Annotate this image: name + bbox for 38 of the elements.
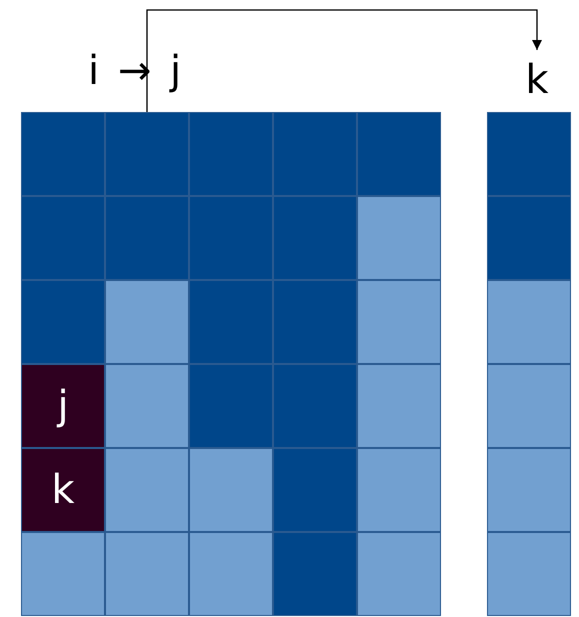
grid-cell: [273, 280, 357, 364]
grid-cell: [487, 112, 571, 196]
grid-cell: [273, 448, 357, 532]
grid-cell: [105, 196, 189, 280]
grid-cell: [189, 196, 273, 280]
grid-cell: [105, 280, 189, 364]
grid-cell: [273, 532, 357, 616]
grid-cell: [21, 532, 105, 616]
index-label: k: [512, 50, 562, 110]
grid-cell: [357, 280, 441, 364]
grid-cell: [189, 532, 273, 616]
grid-cell: [487, 280, 571, 364]
grid-cell: [357, 112, 441, 196]
grid-cell: [487, 196, 571, 280]
grid-cell: [273, 112, 357, 196]
grid-cell: k: [21, 448, 105, 532]
grid-cell: [105, 112, 189, 196]
grid-cell: [357, 196, 441, 280]
grid-cell: [357, 364, 441, 448]
grid-cell: [487, 364, 571, 448]
grid-cell: [273, 196, 357, 280]
grid-cell: [189, 364, 273, 448]
grid-cell: [105, 532, 189, 616]
grid-cell: [189, 448, 273, 532]
grid-cell: [487, 448, 571, 532]
grid-cell: [21, 196, 105, 280]
arrow: [146, 9, 542, 112]
grid-cell: [357, 532, 441, 616]
grid-cell: [21, 280, 105, 364]
grid-cell: [273, 364, 357, 448]
grid-cell: [487, 532, 571, 616]
grid-cell: [105, 364, 189, 448]
grid-cell: [105, 448, 189, 532]
grid-cell: [189, 112, 273, 196]
grid-cell: [357, 448, 441, 532]
grid-cell: j: [21, 364, 105, 448]
grid-cell: [21, 112, 105, 196]
grid-cell: [189, 280, 273, 364]
